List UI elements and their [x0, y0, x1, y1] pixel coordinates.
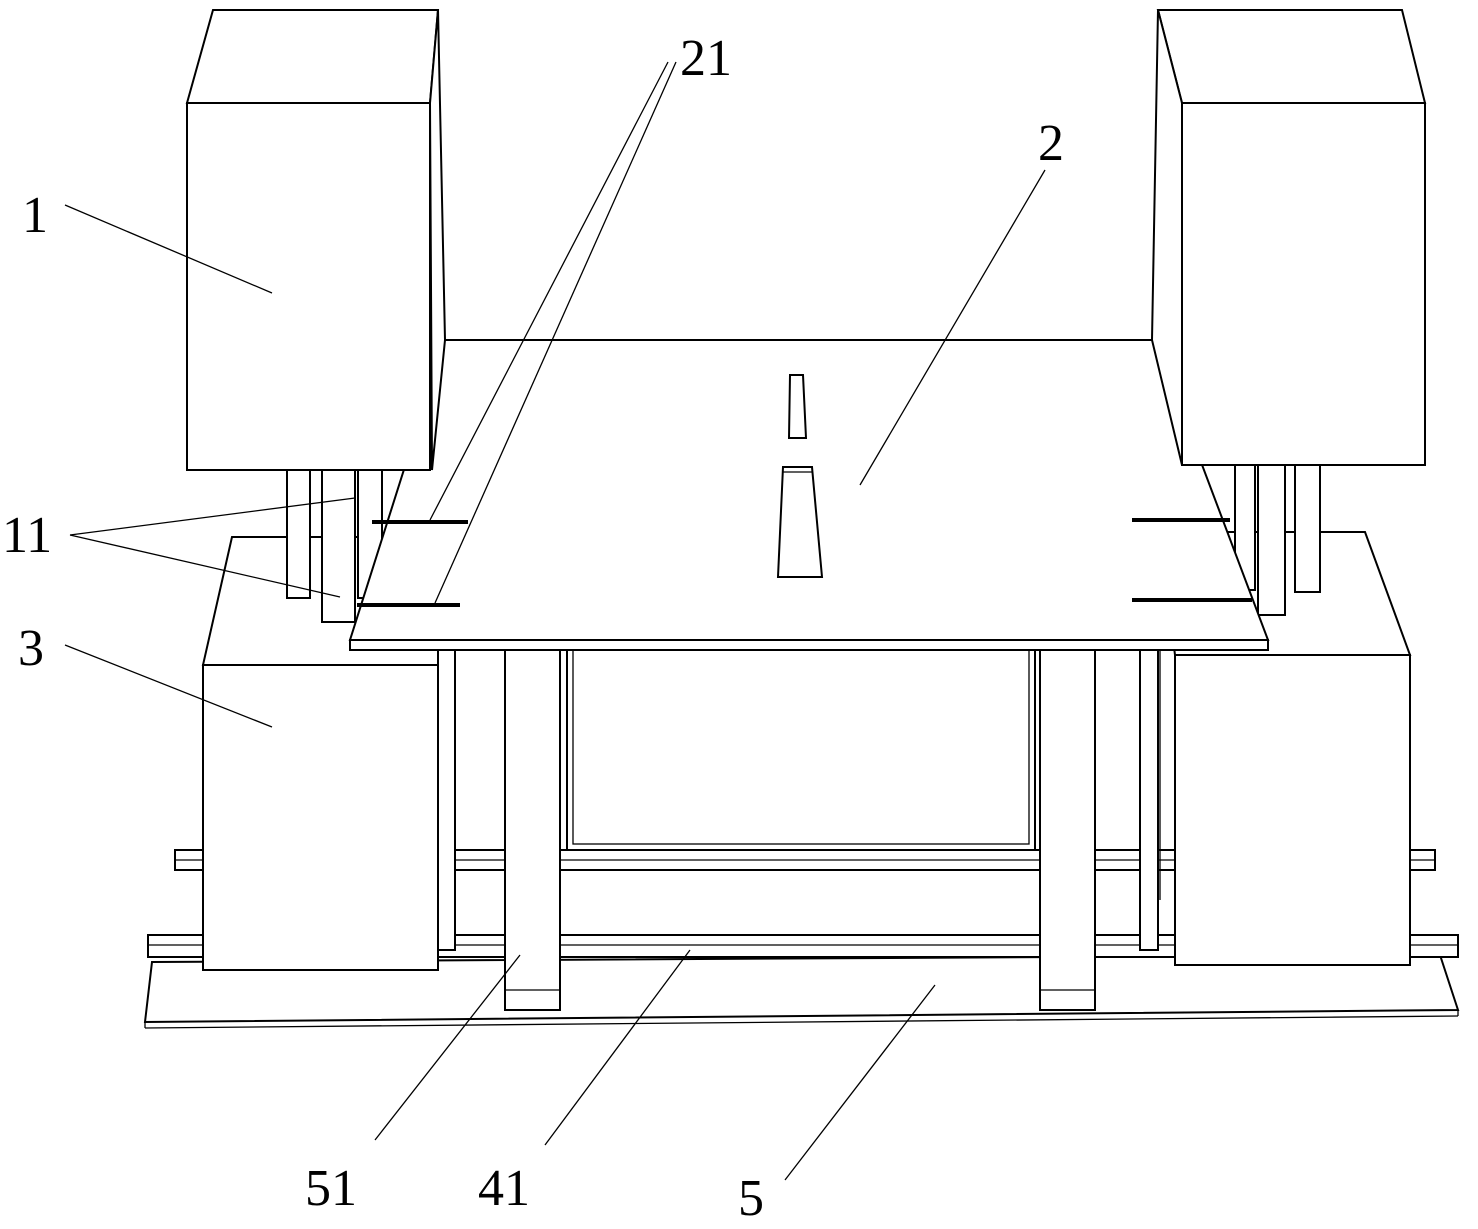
- leader-lines: [64, 61, 1046, 1181]
- label-1: 1: [22, 187, 48, 244]
- label-5: 5: [738, 1170, 764, 1227]
- label-51: 51: [305, 1160, 357, 1217]
- central-frame: [566, 649, 1036, 851]
- legs-right: [1234, 464, 1321, 616]
- base-plate: [143, 953, 1460, 1029]
- legs-left: [286, 469, 383, 623]
- plate-bars: [357, 518, 1252, 607]
- drive-box-left: [185, 9, 447, 471]
- label-21: 21: [680, 30, 732, 87]
- label-2: 2: [1038, 115, 1064, 172]
- columns: [436, 649, 1159, 1011]
- label-3: 3: [18, 620, 44, 677]
- label-11: 11: [2, 507, 52, 564]
- drive-box-right: [1150, 9, 1427, 466]
- label-41: 41: [478, 1160, 530, 1217]
- work-plate: [348, 339, 1270, 651]
